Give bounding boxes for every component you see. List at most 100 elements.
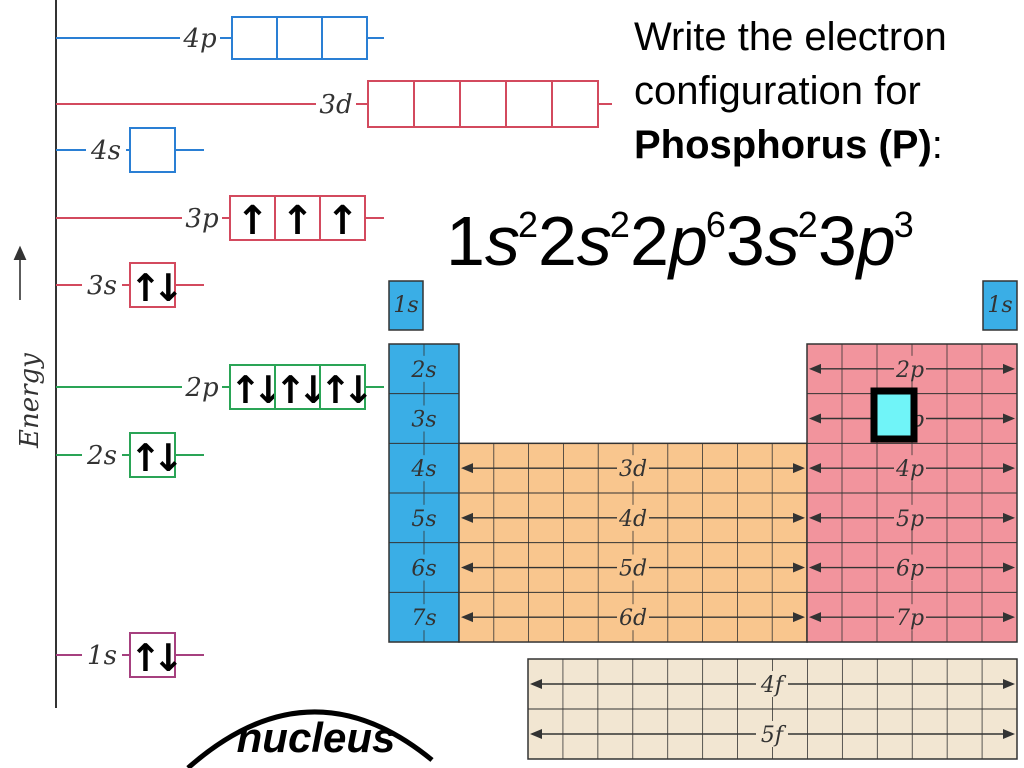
question-line-2: configuration for (634, 69, 921, 113)
config-subshell-letter: p (856, 202, 896, 280)
d-row-label-shell: 5 (619, 557, 633, 582)
orbital-label-bg (182, 204, 222, 232)
d-row-label: 6d (619, 606, 647, 631)
s-row-label-group: 6s (408, 554, 440, 582)
p-row-label-bg (894, 355, 926, 382)
element-name: Phosphorus (P) (634, 123, 932, 167)
nucleus-label: nucleus (237, 714, 396, 761)
p-row-label-group: 6p (809, 554, 1015, 582)
d-row-label-subshell: d (633, 606, 647, 631)
right-arrowhead-icon (1003, 679, 1015, 689)
orbital-box (274, 195, 321, 241)
orbital-label: 3d (319, 90, 352, 120)
energy-level-diagram: Energy4p3d4s3p↑↑↑3s↑↓2p↑↓↑↓↑↓2s↑↓1s↑↓nuc… (13, 0, 612, 768)
table-1s-cell: 1s (388, 280, 424, 331)
s-row-label-subshell: s (425, 408, 436, 433)
s-row-label-shell: 2 (410, 358, 425, 383)
d-row-label-subshell: d (633, 557, 647, 582)
s-row-label-bg (408, 405, 440, 432)
d-row-label-subshell: d (633, 507, 647, 532)
s-row-label-shell: 5 (411, 507, 425, 532)
s-row-label-shell: 4 (410, 457, 425, 482)
orbital-label-shell: 3 (87, 271, 104, 301)
p-row-label: 5p (896, 507, 924, 532)
d-row-label-shell: 4 (618, 507, 633, 532)
config-electron-count: 6 (705, 204, 726, 245)
orbital-label-bg (86, 136, 126, 164)
p-row-label-bg (894, 504, 926, 531)
cell-box (982, 280, 1018, 331)
orbital-box (459, 80, 507, 128)
f-row-label-group: 4f (530, 671, 1015, 698)
orbital-label-subshell: s (104, 641, 117, 671)
f-row-label-group: 5f (530, 721, 1015, 748)
s-row-label-bg (408, 455, 440, 482)
right-arrowhead-icon (793, 512, 805, 523)
s-row-label-group: 5s (408, 504, 440, 532)
config-subshell-letter: s (764, 202, 800, 280)
orbital-label: 4p (182, 24, 217, 54)
orbital-box (551, 80, 599, 128)
d-row-label: 3d (619, 457, 647, 482)
orbital-label: 3s (87, 271, 117, 301)
s-row-label-group: 4s (408, 455, 440, 482)
left-arrowhead-icon (530, 729, 542, 739)
orbital-box (231, 16, 278, 60)
orbital-label: 2p (184, 373, 219, 403)
config-subshell-letter: s (576, 202, 612, 280)
orbital-label-bg (180, 24, 220, 52)
s-row-label-bg (408, 355, 440, 382)
d-row-label-subshell: d (633, 457, 647, 482)
s-row-label-bg (408, 554, 440, 581)
orbital-box (129, 432, 176, 478)
right-arrowhead-icon (793, 562, 805, 573)
orbital-label-shell: 4 (182, 24, 200, 54)
config-term: 2p6 (630, 202, 726, 280)
orbital-label-subshell: s (104, 271, 117, 301)
left-arrowhead-icon (461, 612, 473, 623)
config-term: 3s2 (726, 202, 818, 280)
nucleus-arc (186, 709, 434, 768)
config-electron-count: 3 (893, 204, 914, 245)
p-row-label-shell: 6 (896, 557, 910, 582)
d-row-label-group: 5d (461, 554, 805, 582)
electron-pair-arrows-icon: ↑↓ (130, 266, 178, 310)
orbital-box (505, 80, 553, 128)
orbital-label-shell: 3 (185, 204, 202, 234)
orbital-label-subshell: d (336, 90, 353, 120)
orbital-label: 4s (90, 136, 121, 166)
orbital-label: 1s (87, 641, 117, 671)
p-row-label-shell: 2 (895, 358, 910, 383)
p-row-label-subshell: p (910, 358, 924, 383)
orbital-box (276, 16, 323, 60)
p-row-label-bg (894, 554, 926, 581)
p-row-label: 6p (896, 557, 924, 582)
p-row-label-group: 2p (809, 355, 1015, 383)
s-row-label: 3s (411, 408, 436, 433)
orbital-box (319, 195, 366, 241)
d-row-label-group: 3d (461, 455, 805, 482)
cell-label: 1s (393, 293, 418, 318)
orbital-level: 3s ↑↓ (56, 262, 204, 310)
orbital-level: 1s↑↓ (56, 632, 204, 680)
right-arrowhead-icon (1003, 612, 1015, 623)
orbital-label-subshell: s (104, 441, 117, 471)
config-term: 3p3 (818, 202, 914, 280)
orbital-box (413, 80, 461, 128)
f-row-label-shell: 5 (761, 723, 775, 748)
left-arrowhead-icon (809, 363, 821, 374)
f-row-label-shell: 4 (760, 673, 775, 698)
orbital-box (129, 262, 176, 308)
right-arrowhead-icon (793, 463, 805, 474)
p-row-label-shell: 4 (895, 457, 910, 482)
f-row-label-bg (756, 671, 788, 697)
electron-pair-arrows-icon: ↑↓ (230, 368, 278, 412)
config-shell-number: 1 (446, 202, 485, 280)
p-row-label-group: 5p (809, 504, 1015, 532)
phosphorus-highlight-cell (870, 387, 918, 443)
d-row-label-bg (617, 604, 649, 631)
s-row-label: 5s (411, 507, 436, 532)
d-row-label-bg (617, 554, 649, 581)
s-row-label: 4s (410, 457, 436, 482)
